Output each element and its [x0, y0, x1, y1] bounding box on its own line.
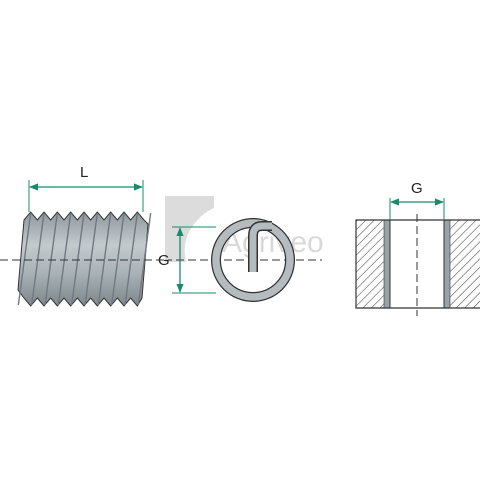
thread-helix-line: [70, 212, 85, 306]
thread-helix-line: [30, 212, 45, 306]
thread-helix-line: [97, 212, 112, 306]
diameter-dimension-label: G: [158, 252, 170, 269]
insert-left-band: [383, 219, 391, 309]
thread-helix-line: [124, 212, 139, 306]
length-dimension-label: L: [80, 164, 88, 181]
coil-outer-ring-fill: [212, 219, 294, 301]
insert-end-view: G: [158, 218, 322, 302]
insert-right-band: [443, 219, 451, 309]
tapped-hole-section: G: [355, 180, 480, 316]
thread-helix-line: [137, 212, 152, 306]
thread-helix-line: [110, 212, 125, 306]
thread-body: [17, 211, 152, 307]
bore-dimension-label: G: [411, 180, 423, 197]
thread-silhouette: [17, 211, 149, 307]
section-outline: [355, 219, 480, 309]
thread-helix-line: [84, 212, 99, 306]
thread-helix-line: [17, 212, 32, 306]
insert-side-view: L: [0, 164, 172, 307]
thread-helix-line: [44, 212, 59, 306]
watermark-logo-icon: [165, 196, 214, 262]
coil-tang-fill: [249, 222, 272, 272]
thread-helix-line: [57, 212, 72, 306]
